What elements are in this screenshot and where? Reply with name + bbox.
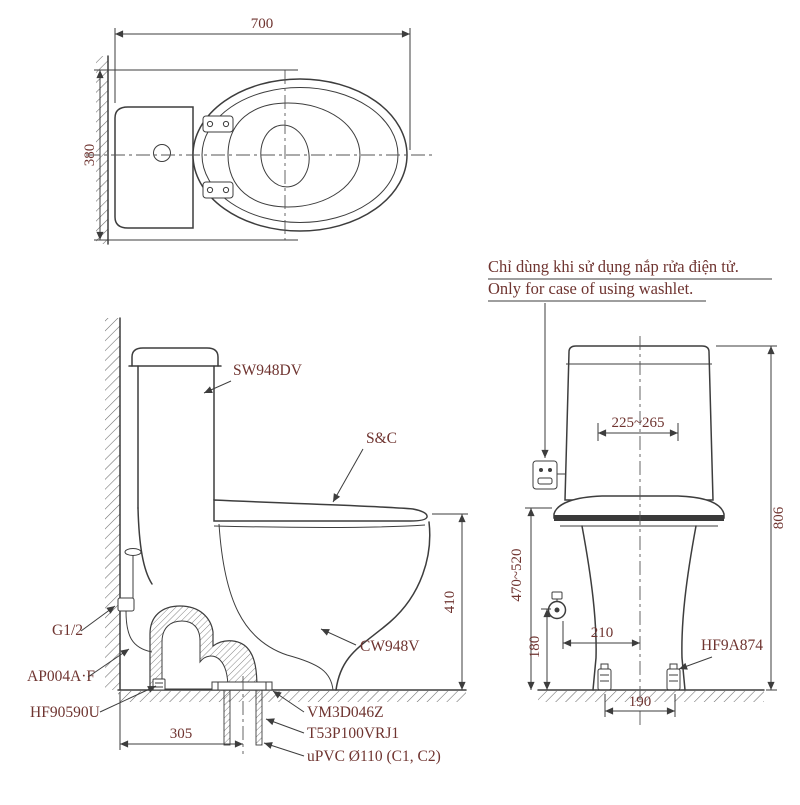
washlet-outlet-icon [532, 460, 565, 490]
tank-plan [114, 106, 194, 229]
pedestal-right [681, 525, 697, 691]
bowl-opening [227, 102, 361, 208]
floor-section-side [117, 689, 467, 702]
washlet-note: Chỉ dùng khi sử dụng nắp rửa điện tử. On… [488, 257, 772, 490]
pipe-wall-right [255, 689, 263, 746]
flush-button-icon [153, 144, 171, 162]
floor-section-front [537, 689, 765, 702]
centerlines-top [86, 70, 434, 240]
bowl-inner-wall [218, 523, 334, 691]
pedestal-left [581, 525, 597, 691]
tank-lid [131, 347, 219, 367]
front-labels: HF9A874 [678, 637, 763, 670]
dim-806: 806 [716, 345, 787, 691]
label-bowl-model: CW948V [360, 638, 420, 655]
side-labels: SW948DV S&C CW948V G1/2 AP004A·F HF90590… [27, 362, 441, 765]
dim-806-label: 806 [771, 506, 787, 529]
side-view: SW948DV S&C CW948V G1/2 AP004A·F HF90590… [27, 317, 468, 765]
label-stop-valve: AP004A·F [27, 668, 95, 685]
bowl-back-outline [137, 507, 153, 585]
dim-380-label: 380 [82, 144, 98, 167]
supply-assembly-side [117, 548, 166, 691]
dim-190-label: 190 [629, 694, 652, 710]
label-flange: VM3D046Z [307, 704, 384, 721]
front-view: Chỉ dùng khi sử dụng nắp rửa điện tử. On… [488, 257, 787, 728]
fixing-bolt-left [597, 663, 612, 691]
seat-hinges [202, 115, 234, 199]
dim-410: 410 [432, 513, 468, 690]
dim-305-label: 305 [170, 726, 193, 742]
floor-flange [211, 681, 273, 691]
label-fixing-kit: HF90590U [30, 704, 100, 721]
dim-190: 190 [604, 694, 676, 717]
wall-section-side [105, 317, 121, 691]
top-view: 700 380 [82, 16, 434, 245]
note-line-en: Only for case of using washlet. [488, 279, 693, 298]
dim-410-label: 410 [442, 591, 458, 614]
drain-assembly [211, 676, 273, 754]
dim-470-520: 470~520 [509, 507, 552, 690]
label-pipe: uPVC Ø110 (C1, C2) [307, 748, 441, 765]
seat-lid-profile [213, 499, 428, 522]
label-fixing-bolt: HF9A874 [701, 637, 763, 654]
dim-700: 700 [114, 16, 411, 150]
valve-handle-icon [124, 548, 142, 556]
base-bolt-side [152, 678, 166, 691]
wall-supply-fitting [117, 597, 135, 612]
toilet-front [547, 345, 725, 691]
pipe-wall-left [223, 689, 231, 746]
rim-line [213, 524, 426, 528]
note-line-vi: Chỉ dùng khi sử dụng nắp rửa điện tử. [488, 257, 739, 276]
dim-210-label: 210 [591, 625, 614, 641]
dim-180: 180 [527, 608, 551, 690]
seat-front [553, 495, 725, 519]
dim-225-265: 225~265 [597, 415, 679, 441]
dim-225-265-label: 225~265 [611, 415, 664, 431]
dim-180-label: 180 [527, 636, 543, 659]
dim-470-520-label: 470~520 [509, 548, 525, 601]
label-supply-thread: G1/2 [52, 622, 83, 639]
trap-section [149, 605, 258, 690]
supply-valve-front [547, 591, 567, 620]
dim-305: 305 [119, 692, 243, 750]
supply-hose [125, 610, 153, 653]
toilet-profile [128, 347, 431, 691]
seat-shadow-band [554, 515, 724, 521]
tank-front-face [564, 345, 714, 501]
bowl-front-outline [335, 521, 431, 691]
fixing-bolt-right [666, 663, 681, 691]
label-seat-cover: S&C [366, 430, 397, 447]
label-tank-model: SW948DV [233, 362, 303, 379]
dim-210: 210 [562, 621, 640, 649]
water-spot [260, 124, 310, 188]
label-joint: T53P100VRJ1 [307, 725, 399, 742]
dim-380: 380 [82, 69, 298, 241]
dim-700-label: 700 [251, 16, 274, 32]
